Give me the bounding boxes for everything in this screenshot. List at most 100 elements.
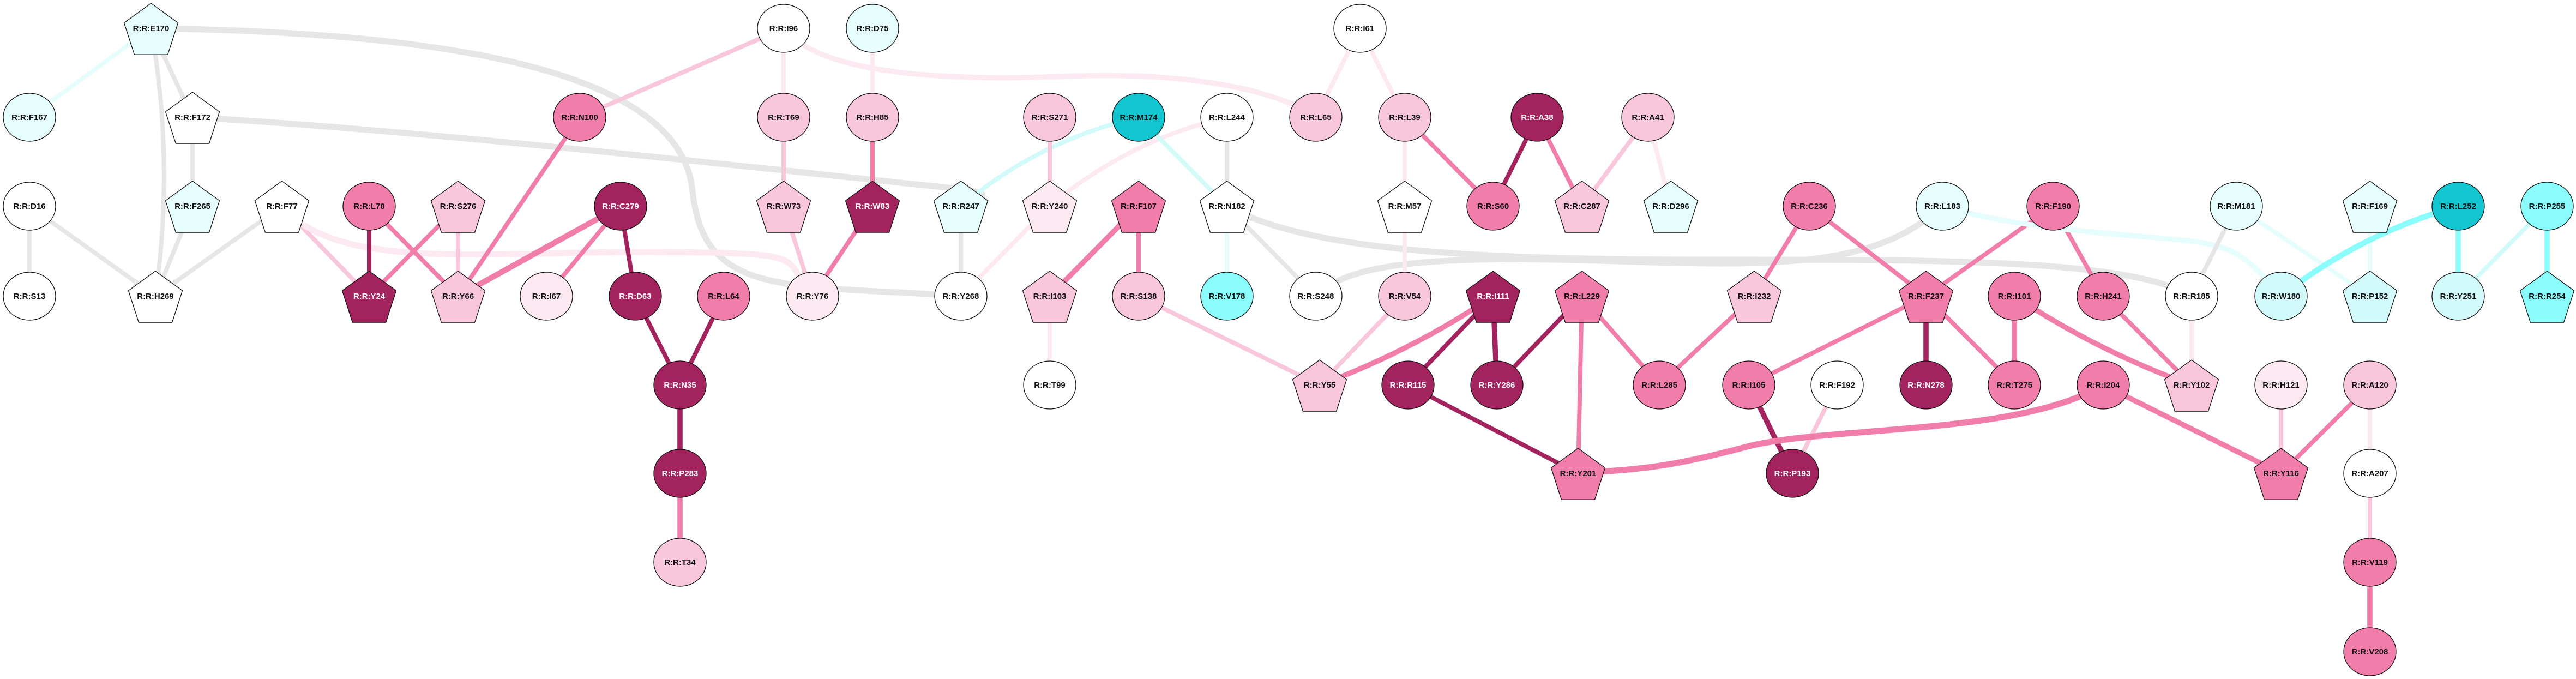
node-r254[interactable]: R:R:R254 <box>2519 271 2575 323</box>
node-label: R:R:I96 <box>769 24 798 33</box>
pentagon-node-shape <box>1292 359 1347 412</box>
node-i101[interactable]: R:R:I101 <box>1988 272 2041 321</box>
node-y76[interactable]: R:R:Y76 <box>786 272 839 321</box>
node-h241[interactable]: R:R:H241 <box>2077 272 2130 321</box>
circle-node-shape <box>2431 272 2485 321</box>
node-i96[interactable]: R:R:I96 <box>757 4 810 53</box>
node-n35[interactable]: R:R:N35 <box>653 360 707 410</box>
node-l229[interactable]: R:R:L229 <box>1554 271 1610 323</box>
node-label: R:R:V54 <box>1389 292 1421 301</box>
node-f169[interactable]: R:R:F169 <box>2342 181 2398 233</box>
node-y251[interactable]: R:R:Y251 <box>2431 272 2485 321</box>
node-p152[interactable]: R:R:P152 <box>2342 271 2398 323</box>
node-d296[interactable]: R:R:D296 <box>1643 181 1699 233</box>
node-y24[interactable]: R:R:Y24 <box>341 271 397 323</box>
node-c236[interactable]: R:R:C236 <box>1783 182 1836 231</box>
node-v208[interactable]: R:R:V208 <box>2343 627 2397 676</box>
node-i204[interactable]: R:R:I204 <box>2077 360 2130 410</box>
node-s271[interactable]: R:R:S271 <box>1023 93 1076 142</box>
node-label: R:R:M174 <box>1120 113 1158 122</box>
node-p255[interactable]: R:R:P255 <box>2520 182 2574 231</box>
node-w83[interactable]: R:R:W83 <box>845 181 900 233</box>
node-t275[interactable]: R:R:T275 <box>1988 360 2041 410</box>
node-f265[interactable]: R:R:F265 <box>165 181 220 233</box>
node-w180[interactable]: R:R:W180 <box>2254 272 2308 321</box>
node-p283[interactable]: R:R:P283 <box>653 449 707 498</box>
node-f172[interactable]: R:R:F172 <box>165 92 220 144</box>
node-t99[interactable]: R:R:T99 <box>1023 360 1076 410</box>
node-d63[interactable]: R:R:D63 <box>609 272 662 321</box>
node-s60[interactable]: R:R:S60 <box>1466 182 1520 231</box>
node-i232[interactable]: R:R:I232 <box>1726 271 1782 323</box>
node-l285[interactable]: R:R:L285 <box>1633 360 1686 410</box>
node-s13[interactable]: R:R:S13 <box>3 272 56 321</box>
node-n182[interactable]: R:R:N182 <box>1199 181 1255 233</box>
node-l65[interactable]: R:R:L65 <box>1289 93 1343 142</box>
node-v178[interactable]: R:R:V178 <box>1200 272 1254 321</box>
node-f167[interactable]: R:R:F167 <box>3 93 56 142</box>
node-s276[interactable]: R:R:S276 <box>430 181 486 233</box>
node-l39[interactable]: R:R:L39 <box>1378 93 1431 142</box>
circle-node-shape <box>1200 272 1254 321</box>
circle-node-shape <box>1200 93 1254 142</box>
node-f77[interactable]: R:R:F77 <box>254 181 310 233</box>
node-a207[interactable]: R:R:A207 <box>2343 449 2397 498</box>
node-p193[interactable]: R:R:P193 <box>1766 449 1819 498</box>
edge-M174-R247 <box>959 115 1139 208</box>
node-f190[interactable]: R:R:F190 <box>2026 182 2080 231</box>
node-h269[interactable]: R:R:H269 <box>128 271 183 323</box>
node-c279[interactable]: R:R:C279 <box>594 182 647 231</box>
node-l70[interactable]: R:R:L70 <box>342 182 396 231</box>
node-d75[interactable]: R:R:D75 <box>846 4 899 53</box>
node-f192[interactable]: R:R:F192 <box>1810 360 1864 410</box>
node-y240[interactable]: R:R:Y240 <box>1022 181 1078 233</box>
node-label: R:R:I67 <box>532 292 561 301</box>
node-label: R:R:V119 <box>2352 558 2388 567</box>
node-a38[interactable]: R:R:A38 <box>1510 93 1564 142</box>
node-i111[interactable]: R:R:I111 <box>1465 271 1521 323</box>
circle-node-shape <box>1333 4 1387 53</box>
node-y102[interactable]: R:R:Y102 <box>2164 359 2219 412</box>
node-i61[interactable]: R:R:I61 <box>1333 4 1387 53</box>
node-l64[interactable]: R:R:L64 <box>697 272 750 321</box>
node-h121[interactable]: R:R:H121 <box>2254 360 2308 410</box>
node-m181[interactable]: R:R:M181 <box>2210 182 2263 231</box>
node-t69[interactable]: R:R:T69 <box>757 93 810 142</box>
node-v119[interactable]: R:R:V119 <box>2343 538 2397 587</box>
node-y268[interactable]: R:R:Y268 <box>934 272 988 321</box>
node-l244[interactable]: R:R:L244 <box>1200 93 1254 142</box>
node-y55[interactable]: R:R:Y55 <box>1292 359 1347 412</box>
node-r247[interactable]: R:R:R247 <box>933 181 989 233</box>
node-s248[interactable]: R:R:S248 <box>1289 272 1343 321</box>
node-i67[interactable]: R:R:I67 <box>520 272 573 321</box>
node-a41[interactable]: R:R:A41 <box>1621 93 1675 142</box>
node-l183[interactable]: R:R:L183 <box>1916 182 1969 231</box>
node-i105[interactable]: R:R:I105 <box>1722 360 1775 410</box>
node-f107[interactable]: R:R:F107 <box>1111 181 1166 233</box>
node-t34[interactable]: R:R:T34 <box>653 538 707 587</box>
node-y116[interactable]: R:R:Y116 <box>2253 448 2309 500</box>
node-f237[interactable]: R:R:F237 <box>1898 271 1954 323</box>
node-r185[interactable]: R:R:R185 <box>2165 272 2218 321</box>
node-r115[interactable]: R:R:R115 <box>1381 360 1435 410</box>
node-e170[interactable]: R:R:E170 <box>123 3 179 55</box>
circle-node-shape <box>1621 93 1675 142</box>
node-s138[interactable]: R:R:S138 <box>1112 272 1165 321</box>
node-n278[interactable]: R:R:N278 <box>1899 360 1953 410</box>
node-c287[interactable]: R:R:C287 <box>1554 181 1610 233</box>
node-m57[interactable]: R:R:M57 <box>1377 181 1433 233</box>
circle-node-shape <box>2254 360 2308 410</box>
node-i103[interactable]: R:R:I103 <box>1022 271 1078 323</box>
node-m174[interactable]: R:R:M174 <box>1112 93 1165 142</box>
node-d16[interactable]: R:R:D16 <box>3 182 56 231</box>
node-v54[interactable]: R:R:V54 <box>1378 272 1431 321</box>
node-y66[interactable]: R:R:Y66 <box>430 271 486 323</box>
node-y286[interactable]: R:R:Y286 <box>1470 360 1524 410</box>
node-h85[interactable]: R:R:H85 <box>846 93 899 142</box>
node-w73[interactable]: R:R:W73 <box>756 181 811 233</box>
node-y201[interactable]: R:R:Y201 <box>1550 448 1606 500</box>
node-a120[interactable]: R:R:A120 <box>2343 360 2397 410</box>
node-label: R:R:F237 <box>1908 292 1944 301</box>
node-n100[interactable]: R:R:N100 <box>553 93 606 142</box>
node-l252[interactable]: R:R:L252 <box>2431 182 2485 231</box>
